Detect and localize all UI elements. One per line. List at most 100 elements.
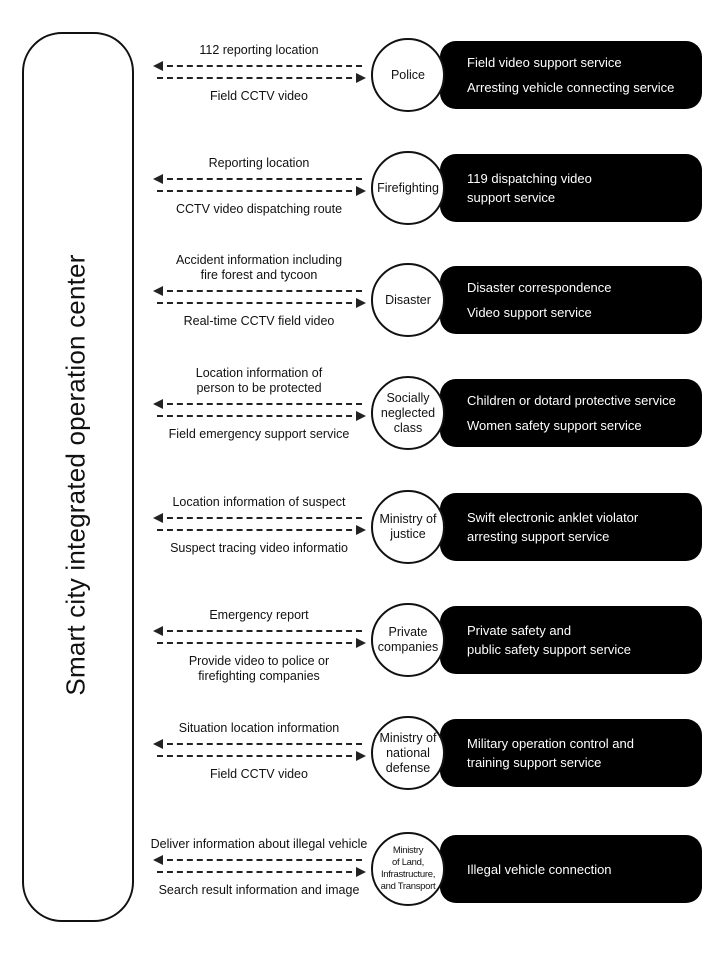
agency-circle-line: Socially	[386, 390, 430, 405]
service-box-line: Swift electronic anklet violator	[467, 510, 639, 525]
right-dashed-arrow-icon	[157, 524, 366, 535]
request-label-line: Location information of	[195, 366, 323, 380]
response-label-line: Field emergency support service	[168, 427, 350, 441]
service-box-line: Women safety support service	[467, 418, 642, 433]
response-label-line: Field CCTV video	[210, 89, 308, 103]
service-box: Swift electronic anklet violator arrestin…	[440, 493, 702, 561]
service-box-line: training support service	[467, 755, 602, 770]
agency-circle-line: Ministry of	[379, 730, 437, 745]
service-box-line: 119 dispatching video	[467, 171, 592, 186]
request-label: Location information of suspect	[136, 495, 382, 510]
request-label: Emergency report	[136, 608, 382, 623]
service-box-line: Military operation control and	[467, 736, 634, 751]
request-label-line: Emergency report	[209, 608, 309, 622]
response-label-line: Field CCTV video	[210, 767, 308, 781]
service-box-line: arresting support service	[467, 529, 610, 544]
request-label-line: Situation location information	[178, 721, 340, 735]
left-dashed-arrow-icon	[153, 173, 362, 184]
response-label-line: Search result information and image	[158, 883, 360, 897]
agency-circle-line: Ministry of	[379, 512, 437, 526]
request-label: Situation location information	[136, 721, 382, 736]
response-label: Suspect tracing video informatio	[136, 541, 382, 556]
right-dashed-arrow-icon	[157, 866, 366, 877]
response-label: Search result information and image	[136, 883, 382, 898]
service-box: Military operation control and training s…	[440, 719, 702, 787]
agency-circle-line: neglected	[380, 405, 436, 420]
response-label: Field CCTV video	[136, 89, 382, 104]
request-label-line: Location information of suspect	[172, 495, 346, 509]
agency-circle: Firefighting	[371, 151, 445, 225]
agency-circle-line: Ministry	[392, 845, 424, 856]
agency-circle-line: of Land,	[392, 857, 424, 868]
left-dashed-arrow-icon	[153, 60, 362, 71]
service-box: 119 dispatching video support service	[440, 154, 702, 222]
agency-circle-line: justice	[390, 527, 426, 541]
right-dashed-arrow-icon	[157, 410, 366, 421]
request-label-line: Deliver information about illegal vehicl…	[150, 837, 368, 851]
service-box-line: support service	[467, 190, 556, 205]
response-label: Real-time CCTV field video	[136, 314, 382, 329]
operation-center-title: Smart city integrated operation center	[60, 254, 91, 696]
response-label-line: firefighting companies	[198, 669, 320, 683]
response-label-line: Provide video to police or	[188, 654, 330, 668]
request-label-line: Accident information including	[175, 253, 343, 267]
agency-circle-line: Firefighting	[377, 180, 439, 195]
agency-circle-line: companies	[377, 640, 439, 654]
agency-circle-line: and Transport	[380, 881, 436, 892]
agency-circle-line: Private	[388, 625, 428, 639]
agency-circle-line: Police	[390, 67, 426, 82]
agency-circle-line: class	[393, 420, 423, 435]
service-box-line: Field video support service	[467, 55, 622, 70]
response-label: Field CCTV video	[136, 767, 382, 782]
request-label: 112 reporting location	[136, 43, 382, 58]
right-dashed-arrow-icon	[157, 72, 366, 83]
service-box-line: Video support service	[467, 305, 592, 320]
request-label: Reporting location	[136, 156, 382, 171]
request-label-line: fire forest and tycoon	[200, 268, 318, 282]
response-label-line: Suspect tracing video informatio	[170, 541, 348, 555]
right-dashed-arrow-icon	[157, 750, 366, 761]
service-box-line: Illegal vehicle connection	[467, 861, 612, 877]
service-box: Private safety and public safety support …	[440, 606, 702, 674]
right-dashed-arrow-icon	[157, 185, 366, 196]
left-dashed-arrow-icon	[153, 398, 362, 409]
service-box-line: Disaster correspondence	[467, 280, 612, 295]
response-label: Field emergency support service	[136, 427, 382, 442]
agency-circle-line: Disaster	[385, 292, 431, 307]
request-label: Deliver information about illegal vehicl…	[136, 837, 382, 852]
right-dashed-arrow-icon	[157, 637, 366, 648]
response-label-line: CCTV video dispatching route	[175, 202, 343, 216]
left-dashed-arrow-icon	[153, 854, 362, 865]
agency-circle-line: national	[386, 745, 430, 760]
right-dashed-arrow-icon	[157, 297, 366, 308]
service-box-line: public safety support service	[467, 642, 632, 657]
response-label: CCTV video dispatching route	[136, 202, 382, 217]
response-label-line: Real-time CCTV field video	[183, 314, 335, 328]
left-dashed-arrow-icon	[153, 738, 362, 749]
operation-center-box	[22, 32, 134, 922]
agency-circle-line: defense	[385, 760, 431, 775]
service-box: Illegal vehicle connection	[440, 835, 702, 903]
agency-circle-line: Infrastructure,	[380, 869, 436, 880]
left-dashed-arrow-icon	[153, 285, 362, 296]
service-box-line: Arresting vehicle connecting service	[467, 80, 675, 95]
request-label-line: person to be protected	[196, 381, 322, 395]
left-dashed-arrow-icon	[153, 625, 362, 636]
agency-circle: Disaster	[371, 263, 445, 337]
request-label-line: Reporting location	[208, 156, 310, 170]
agency-circle: Police	[371, 38, 445, 112]
left-dashed-arrow-icon	[153, 512, 362, 523]
service-box-line: Private safety and	[467, 623, 572, 638]
